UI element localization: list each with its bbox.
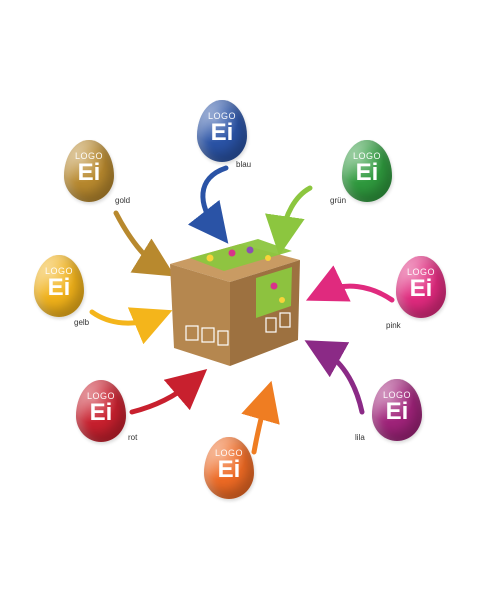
egg-gelb: LOGO Ei xyxy=(34,255,84,317)
arrow-gold xyxy=(113,210,176,277)
egg-logo-text: LOGO xyxy=(214,448,243,458)
arrow-rot xyxy=(129,368,208,415)
egg-mark: Ei xyxy=(217,456,241,483)
egg-logo-text: LOGO xyxy=(382,390,411,400)
caption-rot: rot xyxy=(128,433,138,442)
handling-symbols-icon xyxy=(185,312,291,346)
arrow-pink xyxy=(305,265,395,303)
green-band xyxy=(190,239,292,271)
cardboard-box xyxy=(170,239,300,366)
egg-gold: LOGO Ei xyxy=(64,140,114,202)
egg-orange: LOGO Ei xyxy=(204,437,254,499)
egg-mark: Ei xyxy=(409,275,433,302)
caption-gelb: gelb xyxy=(74,318,90,327)
arrow-gruen xyxy=(265,185,313,256)
caption-pink: pink xyxy=(386,321,401,330)
caption-gold: gold xyxy=(115,196,131,205)
arrow-blau xyxy=(187,165,229,244)
egg-gruen: LOGO Ei xyxy=(342,140,392,202)
egg-lila: LOGO Ei xyxy=(372,379,422,441)
egg-blau: LOGO Ei xyxy=(197,100,247,162)
egg-logo-text: LOGO xyxy=(207,111,236,121)
caption-blau: blau xyxy=(236,160,252,169)
egg-pink: LOGO Ei xyxy=(396,256,446,318)
egg-logo-text: LOGO xyxy=(352,151,381,161)
egg-rot: LOGO Ei xyxy=(76,380,126,442)
egg-mark: Ei xyxy=(89,399,113,426)
egg-logo-text: LOGO xyxy=(406,267,435,277)
egg-mark: Ei xyxy=(210,119,234,146)
egg-mark: Ei xyxy=(385,398,409,425)
caption-lila: lila xyxy=(355,433,365,442)
egg-mark: Ei xyxy=(77,159,101,186)
arrow-orange xyxy=(241,380,280,455)
egg-mark: Ei xyxy=(47,274,71,301)
caption-gruen: grün xyxy=(330,196,347,205)
flower-icon xyxy=(206,254,214,262)
egg-logo-text: LOGO xyxy=(86,391,115,401)
egg-mark: Ei xyxy=(355,159,379,186)
egg-logo-text: LOGO xyxy=(74,151,103,161)
arrow-lila xyxy=(304,340,365,415)
egg-logo-text: LOGO xyxy=(44,266,73,276)
arrow-gelb xyxy=(89,307,173,345)
